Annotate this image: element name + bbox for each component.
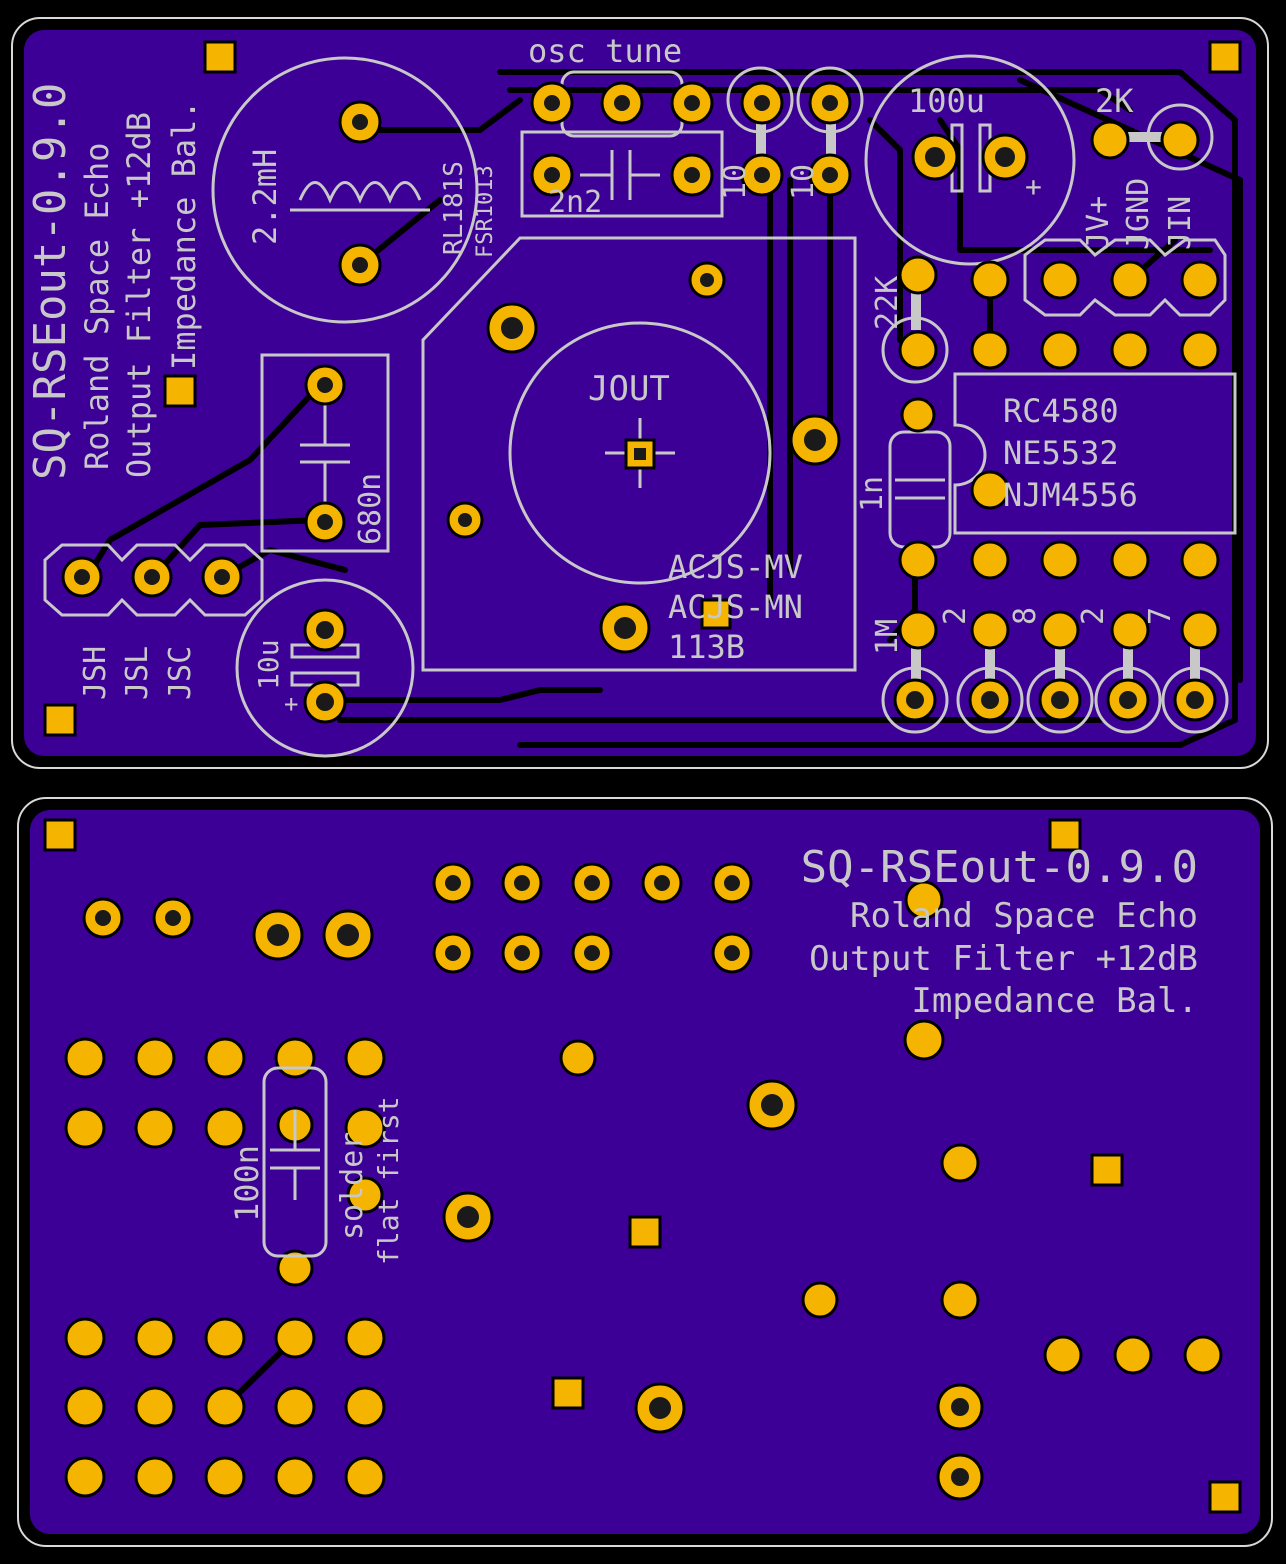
label-cap-100n: 100n: [228, 1145, 266, 1222]
bottom-desc-2: Output Filter +12dB: [809, 939, 1198, 979]
cap-680n-outline: [260, 353, 390, 553]
label-jsh: JSH: [78, 646, 113, 700]
pad: [1180, 540, 1220, 580]
label-cap-680n: 680n: [353, 473, 388, 545]
cap-2n2-outline: [520, 130, 724, 218]
pad: [898, 610, 938, 650]
bottom-silk-text: SQ-RSEout-0.9.0 Roland Space Echo Output…: [228, 842, 1198, 1265]
jout-circle: [508, 321, 772, 585]
label-cap-100u: 100u: [908, 82, 985, 120]
label-r-a: 2: [938, 607, 973, 625]
inductor-outline: [211, 56, 479, 324]
label-inductor: 2.2mH: [246, 149, 284, 245]
pad: [1040, 610, 1080, 650]
label-jout: JOUT: [588, 369, 670, 409]
label-r-d: 7: [1143, 607, 1178, 625]
header-outline-left: [43, 543, 264, 617]
bottom-title: SQ-RSEout-0.9.0: [801, 842, 1198, 893]
label-r10a: 10: [718, 164, 753, 200]
top-drill-holes: [74, 95, 1204, 711]
label-jgnd: JGND: [1121, 178, 1156, 250]
bottom-board-copper: [30, 810, 1260, 1534]
label-cap-10u: 10u: [252, 639, 285, 690]
top-silk-outlines: [43, 54, 1237, 758]
pad: [1180, 330, 1220, 370]
cap-10u-outline: [235, 578, 415, 758]
mount-pad: [203, 40, 237, 74]
board-desc-2: Output Filter +12dB: [120, 112, 158, 478]
bottom-board: SQ-RSEout-0.9.0 Roland Space Echo Output…: [17, 797, 1273, 1547]
label-res-22k: 22K: [870, 276, 905, 330]
mount-pad: [1208, 40, 1242, 74]
label-jack-2: ACJS-MN: [668, 588, 803, 626]
pad: [898, 540, 938, 580]
label-jsc: JSC: [163, 646, 198, 700]
label-ic-2: NE5532: [1003, 434, 1119, 472]
top-board: SQ-RSEout-0.9.0 Roland Space Echo Output…: [11, 17, 1269, 769]
label-ic-3: NJM4556: [1003, 476, 1138, 514]
board-title: SQ-RSEout-0.9.0: [25, 83, 76, 480]
label-r-b: 8: [1008, 607, 1043, 625]
mount-pad: [43, 703, 77, 737]
label-plus-100u: +: [1025, 170, 1042, 203]
label-jack-3: 113B: [668, 628, 745, 666]
inductor-symbol: [298, 181, 422, 204]
label-r-c: 2: [1076, 607, 1111, 625]
label-plus-10u: +: [284, 690, 298, 718]
pad: [1110, 540, 1150, 580]
board-desc-3: Impedance Bal.: [165, 100, 203, 370]
label-r1m: 1M: [870, 619, 905, 655]
bottom-desc-1: Roland Space Echo: [850, 896, 1198, 936]
label-osc-tune: osc tune: [528, 32, 682, 70]
pad: [1160, 120, 1200, 160]
header-outline-right: [1023, 238, 1227, 317]
pad: [1040, 540, 1080, 580]
mount-pad: [163, 374, 197, 408]
pad: [970, 260, 1010, 300]
label-ic-1: RC4580: [1003, 392, 1119, 430]
label-jack-1: ACJS-MV: [668, 548, 803, 586]
bottom-desc-3: Impedance Bal.: [911, 981, 1198, 1021]
label-res-2k: 2K: [1095, 82, 1134, 120]
cap-100n-outline: [262, 1066, 328, 1258]
label-cap-2n2: 2n2: [548, 185, 602, 220]
pad: [1180, 260, 1220, 300]
pad: [1110, 610, 1150, 650]
pad: [700, 598, 732, 630]
pad: [1110, 260, 1150, 300]
label-jsl: JSL: [120, 646, 155, 700]
label-jin: JIN: [1163, 196, 1198, 250]
cap-100u-outline: [864, 54, 1076, 266]
pad: [970, 330, 1010, 370]
pad: [970, 610, 1010, 650]
label-r10b: 10: [786, 164, 821, 200]
label-cap-1n: 1n: [855, 476, 890, 512]
pad: [898, 330, 938, 370]
pad: [1040, 260, 1080, 300]
top-silk-text: SQ-RSEout-0.9.0 Roland Space Echo Output…: [25, 32, 1198, 718]
pad: [1040, 330, 1080, 370]
label-inductor-part1: RL181S: [439, 161, 469, 255]
pad: [1090, 120, 1130, 160]
pad: [1180, 610, 1220, 650]
pad: [970, 540, 1010, 580]
label-inductor-part2: FSR1013: [473, 165, 498, 258]
board-desc-1: Roland Space Echo: [78, 142, 116, 470]
label-flat-first: flat first: [372, 1096, 405, 1265]
label-solder: solder: [335, 1132, 370, 1240]
pad: [900, 397, 936, 433]
pad: [1110, 330, 1150, 370]
label-jv: JV+: [1081, 196, 1116, 250]
pad: [970, 470, 1010, 510]
pad: [898, 255, 938, 295]
jack-outline: [421, 236, 857, 672]
ic-outline: [953, 372, 1237, 535]
bottom-drill-holes: [95, 875, 969, 1486]
